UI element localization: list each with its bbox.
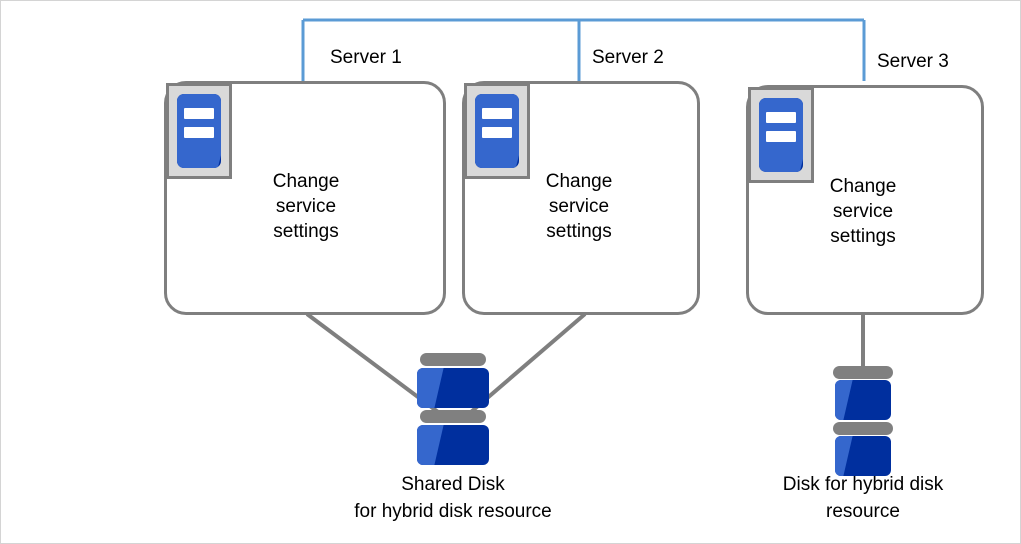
disk-bar-middle — [833, 422, 893, 435]
disk-platter-upper — [835, 380, 891, 420]
shared-disk-icon — [417, 353, 489, 465]
server-icon-bar-bottom — [766, 131, 796, 142]
server-body-text-2: Change service settings — [545, 171, 613, 242]
server-label-2: Server 2 — [592, 47, 664, 68]
shared-disk-caption: Shared Disk for hybrid disk resource — [354, 474, 552, 522]
server-icon-body — [177, 94, 221, 168]
network-bus — [301, 18, 866, 81]
server-icon-bar-top — [766, 112, 796, 123]
hybrid-disk-icon — [833, 366, 893, 476]
disk-bar-top — [420, 353, 486, 366]
server-icon-bar-bottom — [184, 127, 214, 138]
server-icon-body — [759, 98, 803, 172]
server-icon — [748, 87, 814, 183]
hybrid-disk-caption: Disk for hybrid disk resource — [782, 474, 944, 522]
server-icon-body — [475, 94, 519, 168]
server-icon-bar-bottom — [482, 127, 512, 138]
disk-platter-upper — [417, 368, 489, 408]
disk-platter-lower — [417, 425, 489, 465]
disk-bar-top — [833, 366, 893, 379]
server-label-1: Server 1 — [330, 47, 402, 68]
disk-platter-lower — [835, 436, 891, 476]
server-icon-bar-top — [482, 108, 512, 119]
server-icon — [464, 83, 530, 179]
disk-bar-middle — [420, 410, 486, 423]
server-body-text-1: Change service settings — [272, 171, 340, 242]
server-icon — [166, 83, 232, 179]
server-label-3: Server 3 — [877, 51, 949, 72]
server-box-1[interactable] — [164, 81, 446, 315]
server-icon-bar-top — [184, 108, 214, 119]
connector-server2-shared-disk — [469, 312, 587, 414]
disk-connectors — [305, 312, 865, 414]
server-body-text-3: Change service settings — [829, 176, 897, 247]
